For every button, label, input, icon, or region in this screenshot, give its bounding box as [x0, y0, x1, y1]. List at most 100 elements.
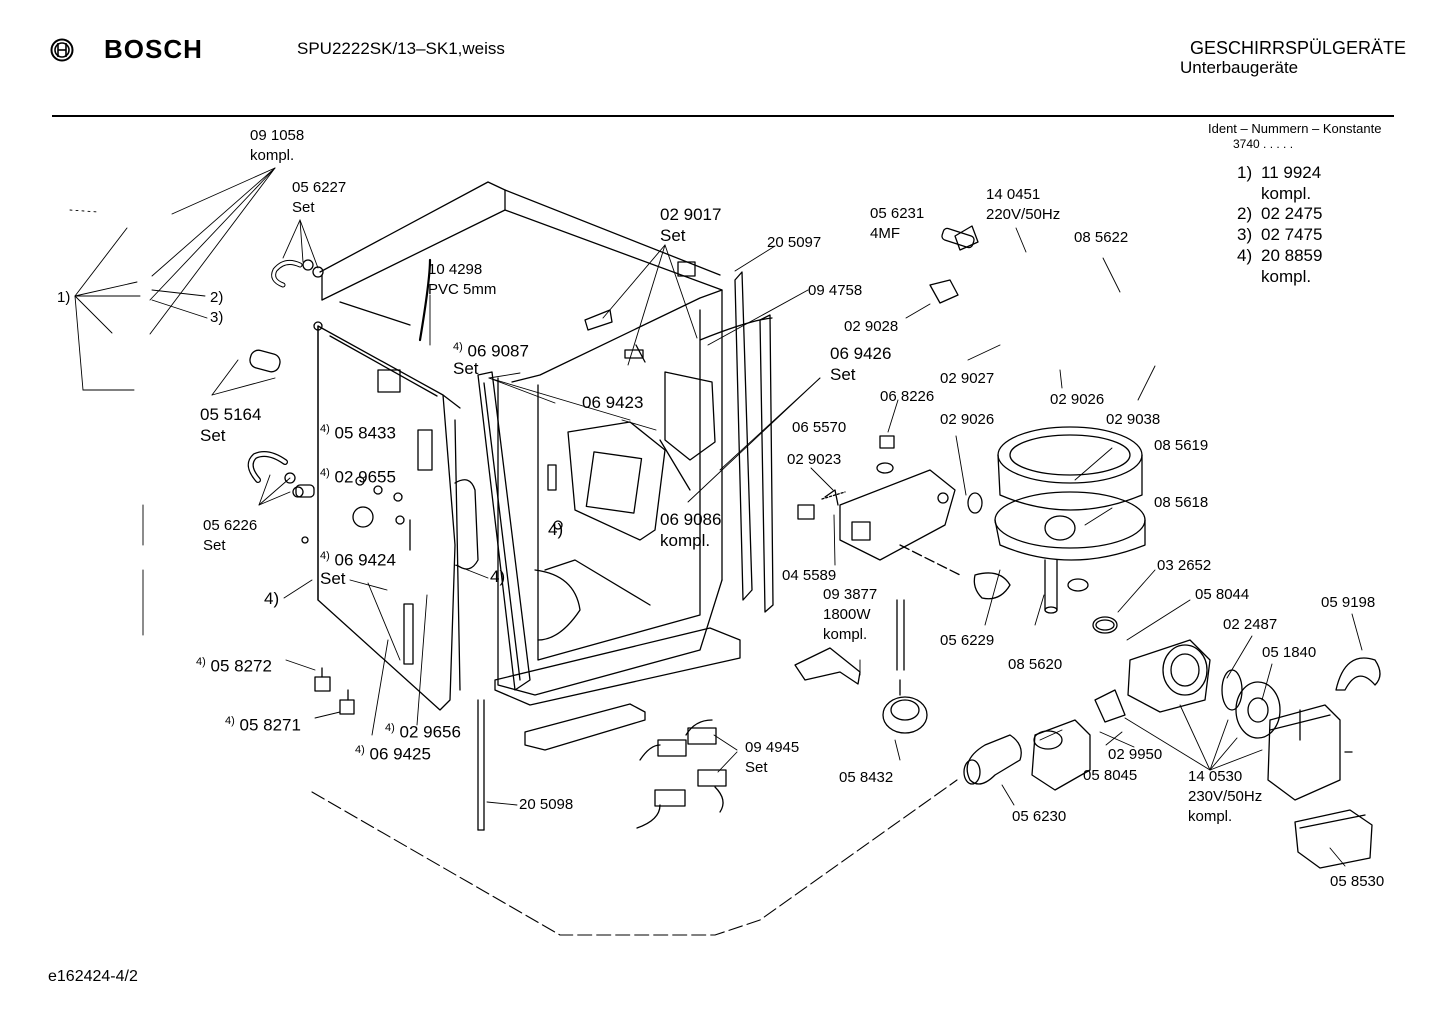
footnote-key: 2) [1237, 204, 1253, 223]
footnote-part: 02 7475 [1261, 225, 1323, 244]
part-label: 05 5164 [200, 405, 262, 424]
part-label: 02 9023 [787, 451, 842, 468]
ident-label: Ident – Nummern – Konstante [1208, 121, 1382, 136]
hinge-brackets [584, 261, 696, 363]
part-note: Set [660, 226, 686, 245]
detergent-dispenser [567, 371, 716, 541]
footnote-part: 20 8859 [1261, 246, 1323, 265]
part-label: 02 2487 [1223, 616, 1278, 633]
capacitor [941, 227, 975, 249]
category-subtitle: Unterbaugeräte [1180, 58, 1299, 77]
part-number: 05 8271 [239, 715, 301, 735]
part-label: 10 4298 [428, 261, 483, 278]
brand-name: BOSCH [104, 34, 203, 64]
footnote-note: kompl. [1261, 184, 1312, 203]
part-label: 05 6226 [203, 517, 258, 534]
footnote-ref: 2) [210, 289, 224, 306]
plinth-bars [477, 627, 741, 831]
side-panel-left [301, 321, 461, 711]
part-label: 4) 06 9087 [453, 341, 529, 361]
footnote-ref: 4) [264, 589, 280, 608]
part-note: 230V/50Hz [1188, 788, 1263, 805]
part-label: 08 5622 [1074, 229, 1129, 246]
part-label: 4) 06 9424 [320, 550, 396, 570]
part-number: 02 9655 [334, 467, 396, 487]
leader-lines [69, 167, 1363, 867]
part-label: 08 5620 [1008, 656, 1063, 673]
part-label: 20 5098 [519, 796, 574, 813]
header-divider [52, 115, 1394, 117]
part-label: 02 9026 [1050, 391, 1105, 408]
part-label: 08 5618 [1154, 494, 1209, 511]
part-label: 14 0530 [1188, 768, 1243, 785]
part-label: 14 0451 [986, 186, 1041, 203]
footnote-key: 1) [1237, 163, 1253, 182]
footnote-note: kompl. [1261, 267, 1312, 286]
part-label: 04 5589 [782, 567, 837, 584]
part-note: Set [200, 426, 226, 445]
footnote-key: 3) [1237, 225, 1253, 244]
part-note: PVC 5mm [428, 281, 497, 298]
small-switches [314, 667, 355, 715]
part-label: 06 9086 [660, 510, 722, 529]
footnote-key: 4) [1237, 246, 1253, 265]
part-number: 05 8272 [210, 656, 272, 676]
part-label: 4) 02 9656 [385, 722, 461, 742]
part-label: 4) 06 9425 [355, 744, 431, 764]
part-number: 05 8433 [334, 423, 396, 443]
part-label: 06 9426 [830, 344, 892, 363]
part-label: 09 1058 [250, 127, 305, 144]
part-number: 06 9425 [369, 744, 431, 764]
part-label: 4) 05 8433 [320, 423, 396, 443]
part-note: 1800W [823, 606, 871, 623]
footnote-part: 11 9924 [1261, 163, 1322, 182]
part-label: 02 9017 [660, 205, 722, 224]
tub-outline [311, 779, 958, 936]
part-label: 4) 05 8272 [196, 656, 272, 676]
part-label: 05 6231 [870, 205, 925, 222]
cabinet-frame [319, 181, 723, 696]
part-label: 06 8226 [880, 388, 935, 405]
part-note: 4MF [870, 225, 900, 242]
part-label: 02 9950 [1108, 746, 1163, 763]
model-number: SPU2222SK/13–SK1,weiss [297, 39, 505, 58]
part-note: kompl. [823, 626, 868, 643]
footnote-ref: 4) [490, 567, 506, 586]
part-label: 02 9027 [940, 370, 995, 387]
part-number: 06 9424 [334, 550, 396, 570]
part-label: 05 6227 [292, 179, 347, 196]
footnote-part: 02 2475 [1261, 204, 1323, 223]
part-label: 02 9026 [940, 411, 995, 428]
part-label: 05 8044 [1195, 586, 1250, 603]
page-header: BOSCH SPU2222SK/13–SK1,weiss GESCHIRRSPÜ… [0, 0, 1442, 151]
pump-housings [963, 689, 1373, 869]
part-label: 05 8432 [839, 769, 894, 786]
part-label: 4) 05 8271 [225, 715, 301, 735]
part-label: 05 8530 [1330, 873, 1385, 890]
exploded-parts-diagram: 09 1058 kompl. 05 6227 Set 1) 2) 3) 10 4… [0, 120, 1442, 970]
part-note: 220V/50Hz [986, 206, 1061, 223]
diagram-drawing [69, 167, 1381, 936]
part-label: 09 4945 [745, 739, 800, 756]
pressure-switch [794, 599, 928, 734]
part-label: 20 5097 [767, 234, 822, 251]
footnote-ref: 1) [57, 289, 71, 306]
part-label: 06 5570 [792, 419, 847, 436]
part-note: Set [745, 759, 768, 776]
part-note: kompl. [660, 531, 711, 550]
hoses [247, 258, 432, 498]
bosch-logo-icon [50, 38, 74, 62]
part-label: 05 9198 [1321, 594, 1376, 611]
part-label: 05 1840 [1262, 644, 1317, 661]
part-label: 05 6230 [1012, 808, 1067, 825]
part-note: Set [453, 359, 479, 378]
part-note: kompl. [1188, 808, 1233, 825]
heater-assembly [797, 225, 1011, 600]
part-note: Set [830, 365, 856, 384]
part-label: 09 3877 [823, 586, 878, 603]
sump-assembly [994, 426, 1146, 634]
category-title: GESCHIRRSPÜLGERÄTE [1189, 38, 1406, 58]
part-number: 02 9656 [399, 722, 461, 742]
wiring-connectors [636, 719, 727, 829]
part-note: Set [203, 537, 226, 554]
